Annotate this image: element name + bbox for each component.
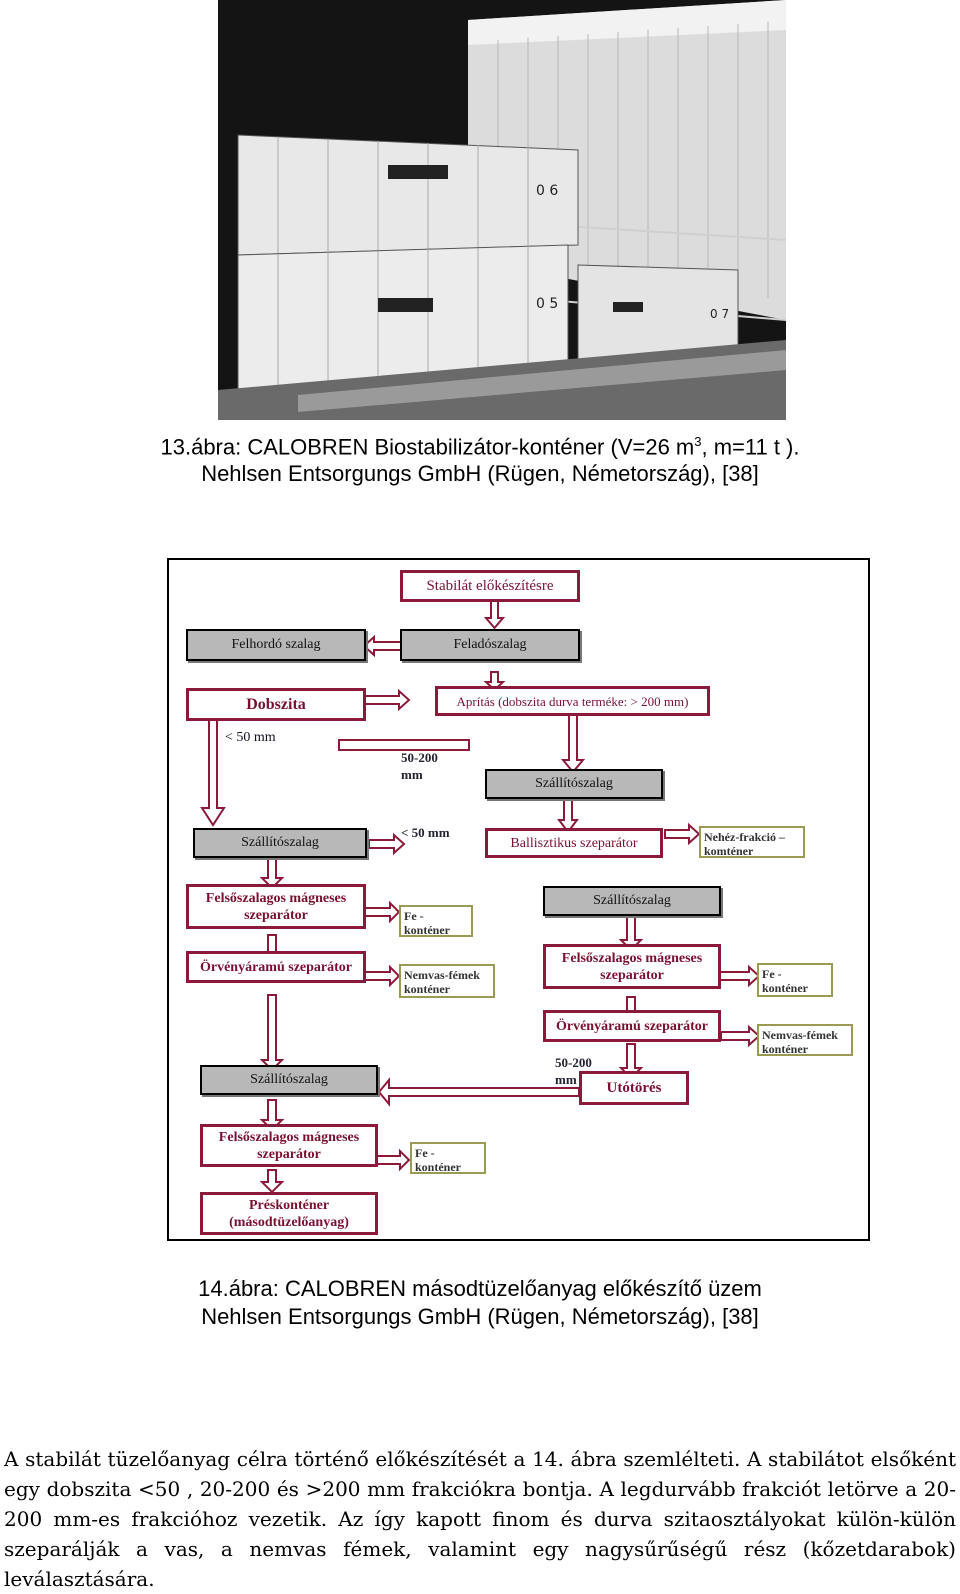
figure14-caption-line1: 14.ábra: CALOBREN másodtüzelőanyag előké…	[198, 1276, 762, 1301]
lt50-label-top: < 50 mm	[225, 730, 276, 745]
mm50-200-label-a: 50-200	[401, 750, 438, 765]
body-paragraph: A stabilát tüzelőanyag célra történő elő…	[4, 1447, 956, 1591]
mm50-200-label-b: mm	[401, 767, 423, 782]
stabilat-box: Stabilát előkészítésre	[400, 570, 580, 602]
szallitoszalag-right-2: Szállítószalag	[543, 886, 721, 916]
flow-diagram: Stabilát előkészítésre Felhordó szalag F…	[167, 558, 870, 1241]
container-photo-drawing: 0 6 0 5 0 7	[218, 0, 786, 420]
photo-label-06: 0 6	[536, 183, 558, 199]
mm50-200-label-c2: mm	[555, 1072, 577, 1087]
preskontener-box: Préskonténer(másodtüzelőanyag)	[200, 1192, 378, 1235]
figure14-caption-line2: Nehlsen Entsorgungs GmbH (Rügen, Németor…	[201, 1304, 759, 1329]
szallitoszalag-left-2: Szállítószalag	[200, 1065, 378, 1095]
figure13-caption-line2: Nehlsen Entsorgungs GmbH (Rügen, Németor…	[201, 461, 759, 486]
feladoszalag-box: Feladószalag	[400, 629, 580, 661]
figure13-caption-line1: 13.ábra: CALOBREN Biostabilizátor-kontén…	[160, 434, 800, 460]
lt50-label-mid: < 50 mm	[401, 825, 450, 840]
nehez-frakcio-kontener: Nehéz-frakció –komténer	[699, 826, 805, 858]
mm50-200-label-c1: 50-200	[555, 1055, 592, 1070]
fe-kontener-a: Fe -konténer	[399, 905, 473, 937]
photo-label-07: 0 7	[710, 307, 729, 321]
dobszita-box: Dobszita	[186, 688, 366, 721]
ballisztikus-szeparator-box: Ballisztikus szeparátor	[485, 828, 663, 858]
container-photo: 0 6 0 5 0 7	[218, 0, 786, 420]
fe-kontener-b: Fe -konténer	[757, 963, 833, 997]
orveny-left-box: Örvényáramú szeparátor	[186, 951, 366, 983]
fe-kontener-c: Fe -konténer	[410, 1142, 486, 1174]
photo-label-05: 0 5	[536, 296, 558, 312]
utotores-box: Utótörés	[579, 1071, 689, 1105]
felhordo-szalag-box: Felhordó szalag	[186, 629, 366, 661]
szallitoszalag-right-1: Szállítószalag	[485, 769, 663, 799]
orveny-right-box: Örvényáramú szeparátor	[543, 1010, 721, 1042]
apritas-box: Aprítás (dobszita durva terméke: > 200 m…	[435, 686, 710, 716]
szallitoszalag-left-1: Szállítószalag	[193, 828, 367, 858]
